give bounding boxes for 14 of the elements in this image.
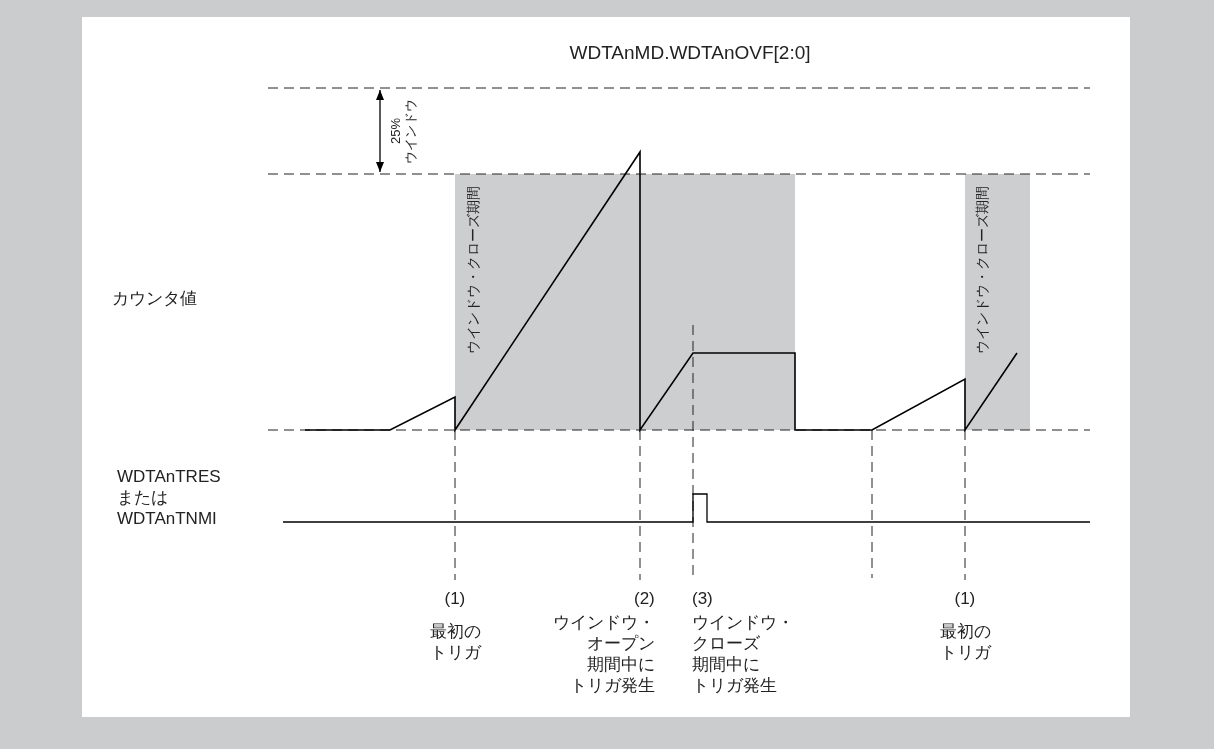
vertical-label: ウインドウ・クローズ期間	[974, 186, 990, 354]
text-label: WDTAnTRES または WDTAnTNMI	[117, 466, 221, 529]
text-label: ウインドウ・オープン期間中にトリガ発生	[553, 612, 655, 696]
text-label: (1)	[444, 588, 466, 609]
text-label: (3)	[692, 588, 713, 609]
text-label: 最初のトリガ	[939, 621, 991, 663]
text-label: カウンタ値	[112, 288, 197, 309]
text-label: ウインドウ・クローズ期間中にトリガ発生	[692, 612, 794, 696]
text-label: 最初のトリガ	[429, 621, 481, 663]
vertical-label: 25% ウインドウ	[387, 98, 417, 164]
vertical-label: ウインドウ・クローズ期間	[465, 186, 481, 354]
text-label: (2)	[634, 588, 655, 609]
text-label: WDTAnMD.WDTAnOVF[2:0]	[569, 41, 811, 63]
text-label: (1)	[954, 588, 976, 609]
